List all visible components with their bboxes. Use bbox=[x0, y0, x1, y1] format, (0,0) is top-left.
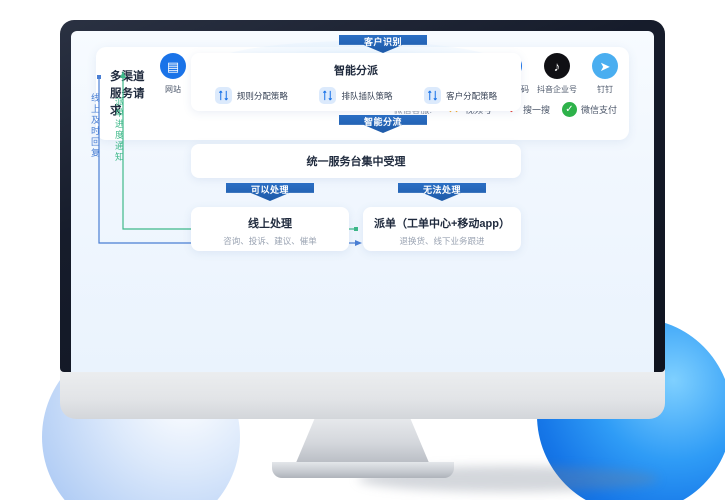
smart-dispatch-box: 智能分派 规则分配策略 排队插队策略 客户分配策略 bbox=[191, 53, 521, 111]
feedback-label-online-reply: 线上及时回复 bbox=[90, 93, 100, 159]
strategy-item-label: 排队插队策略 bbox=[341, 90, 393, 101]
website-icon: ▤ bbox=[160, 53, 186, 79]
rule-allocation-icon bbox=[214, 87, 232, 104]
work-order-dispatch-box: 派单（工单中心+移动app） 退换货、线下业务跟进 bbox=[363, 207, 521, 251]
unified-service-desk-box: 统一服务台集中受理 bbox=[191, 144, 521, 178]
monitor-stand-base bbox=[272, 462, 454, 478]
douyin-icon: ♪ bbox=[544, 53, 570, 79]
channel-item[interactable]: ➤ 钉钉 bbox=[581, 53, 629, 95]
wechat-service-item-label: 搜一搜 bbox=[522, 105, 550, 115]
strategy-item-label: 规则分配策略 bbox=[236, 90, 288, 101]
strategy-list: 规则分配策略 排队插队策略 客户分配策略 bbox=[191, 87, 521, 104]
work-order-dispatch-subtitle: 退换货、线下业务跟进 bbox=[399, 236, 485, 246]
monitor-bezel: 多渠道 服务请求 ▤网站5H5♟服务号▤订阅号∮小程序▯APP◕企业微信▒线下二… bbox=[60, 20, 665, 372]
work-order-dispatch-title: 派单（工单中心+移动app） bbox=[374, 218, 510, 230]
queue-priority-icon bbox=[319, 87, 337, 104]
online-handling-box: 线上处理 咨询、投诉、建议、催单 bbox=[191, 207, 349, 251]
channel-item-label: 网站 bbox=[165, 85, 181, 94]
customer-allocation-icon bbox=[424, 87, 442, 104]
wechat-service-item[interactable]: ✓微信支付 bbox=[561, 102, 617, 117]
unified-service-desk-title: 统一服务台集中受理 bbox=[306, 156, 406, 168]
banner-can-handle: 可以处理 bbox=[226, 183, 314, 201]
online-handling-title: 线上处理 bbox=[248, 218, 292, 230]
channel-item[interactable]: ♪ 抖音企业号 bbox=[533, 53, 581, 95]
strategy-item-label: 客户分配策略 bbox=[446, 90, 498, 101]
monitor-chin bbox=[60, 369, 665, 419]
dingtalk-icon: ➤ bbox=[592, 53, 618, 79]
wechat-pay-icon: ✓ bbox=[561, 102, 577, 117]
wechat-service-item-label: 微信支付 bbox=[580, 105, 617, 115]
screen-content: 多渠道 服务请求 ▤网站5H5♟服务号▤订阅号∮小程序▯APP◕企业微信▒线下二… bbox=[71, 31, 654, 372]
channel-item-label: 抖音企业号 bbox=[537, 85, 577, 94]
strategy-item[interactable]: 规则分配策略 bbox=[214, 87, 288, 104]
channel-item[interactable]: ▤ 网站 bbox=[149, 53, 197, 95]
channel-item-label: 钉钉 bbox=[597, 85, 613, 94]
strategy-item[interactable]: 排队插队策略 bbox=[319, 87, 392, 104]
multichannel-label-line1: 多渠道 bbox=[110, 71, 145, 83]
feedback-label-dispatch-notify: 派单进度通知 bbox=[114, 97, 124, 163]
smart-dispatch-title: 智能分派 bbox=[334, 65, 378, 77]
online-handling-subtitle: 咨询、投诉、建议、催单 bbox=[223, 236, 317, 246]
banner-cannot-handle: 无法处理 bbox=[398, 183, 486, 201]
strategy-item[interactable]: 客户分配策略 bbox=[424, 87, 497, 104]
